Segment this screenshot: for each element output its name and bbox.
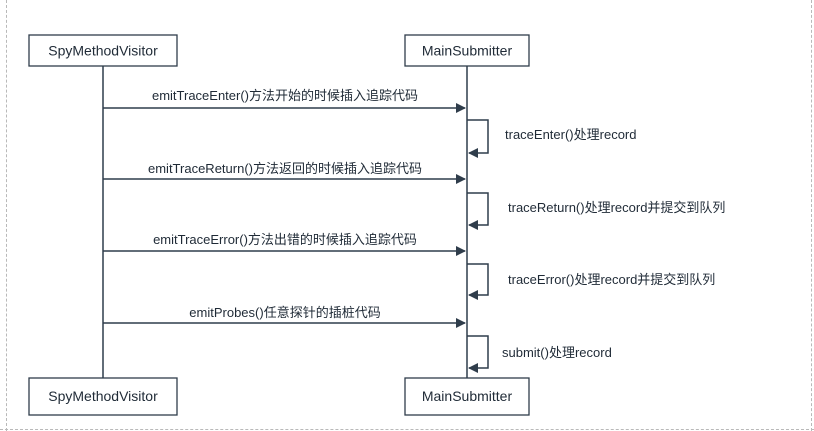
- participant-main-submitter-bottom: MainSubmitter: [404, 377, 530, 416]
- message-3-label: emitTraceError()方法出错的时候插入追踪代码: [153, 232, 417, 247]
- participant-spy-method-visitor-bottom-label: SpyMethodVisitor: [48, 388, 158, 404]
- self-message-3-label: traceError()处理record并提交到队列: [508, 272, 715, 287]
- participant-spy-method-visitor-top-label: SpyMethodVisitor: [48, 43, 158, 59]
- participant-spy-method-visitor-bottom: SpyMethodVisitor: [28, 377, 178, 416]
- participant-spy-method-visitor-top: SpyMethodVisitor: [28, 34, 178, 67]
- message-4-label: emitProbes()任意探针的插桩代码: [189, 305, 380, 320]
- self-message-4-arrow: [467, 335, 489, 373]
- participant-main-submitter-bottom-label: MainSubmitter: [422, 388, 513, 404]
- self-message-1-label: traceEnter()处理record: [505, 127, 636, 142]
- message-1-label: emitTraceEnter()方法开始的时候插入追踪代码: [152, 88, 418, 103]
- participant-main-submitter-top: MainSubmitter: [404, 34, 530, 67]
- self-message-1-arrow: [467, 119, 489, 158]
- self-message-2-label: traceReturn()处理record并提交到队列: [508, 200, 725, 215]
- left-dashed-border: [6, 0, 7, 431]
- self-message-4-label: submit()处理record: [502, 345, 612, 360]
- bottom-dashed-border: [0, 429, 814, 430]
- self-message-2-arrow: [467, 192, 489, 230]
- message-2-label: emitTraceReturn()方法返回的时候插入追踪代码: [148, 161, 422, 176]
- participant-main-submitter-top-label: MainSubmitter: [422, 43, 513, 59]
- right-dashed-border: [811, 0, 812, 431]
- self-message-3-arrow: [467, 263, 489, 300]
